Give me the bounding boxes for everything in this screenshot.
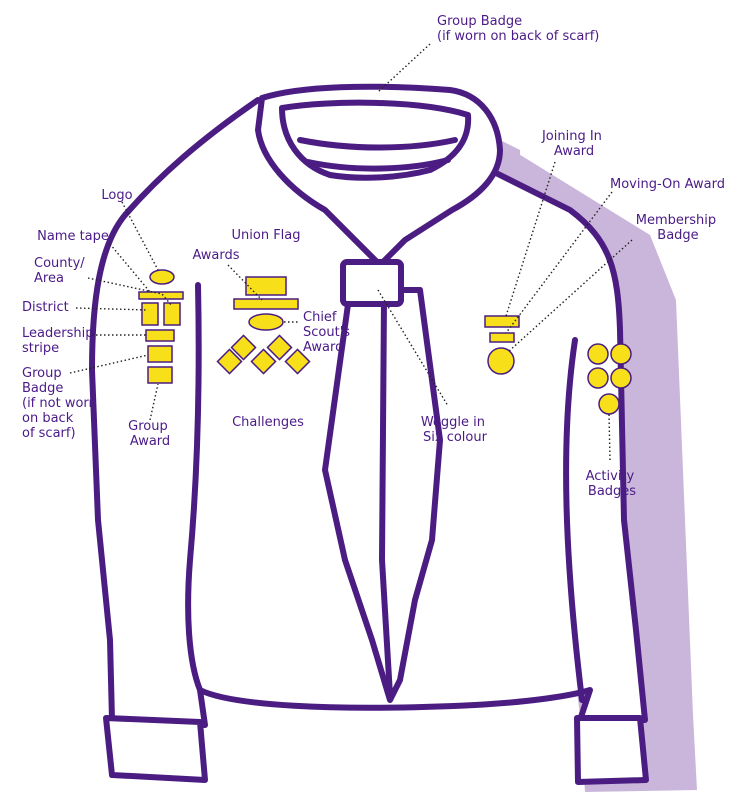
activity-badge xyxy=(587,343,609,365)
leader-logo xyxy=(121,201,159,271)
scarf-fold xyxy=(379,297,393,698)
moving-on-award-badge xyxy=(489,332,515,343)
leader-awards xyxy=(227,264,263,301)
woggle xyxy=(340,259,404,307)
challenge-badge-1 xyxy=(230,334,257,361)
activity-badge xyxy=(610,343,632,365)
leader-county xyxy=(87,277,173,307)
leader-lines xyxy=(69,43,633,461)
label-joining-in: Joining In Award xyxy=(541,129,606,159)
activity-badge xyxy=(598,393,620,415)
district-badge-left xyxy=(141,302,159,326)
label-county: County/ Area xyxy=(34,256,89,286)
leader-district xyxy=(75,307,149,311)
label-membership: Membership Badge xyxy=(636,213,721,243)
leader-moving-on xyxy=(505,191,613,334)
awards-badge xyxy=(233,298,299,310)
label-leadership: Leadership stripe xyxy=(22,326,98,356)
activity-badge xyxy=(610,367,632,389)
chief-scout-award-badge xyxy=(248,313,284,331)
activity-badge xyxy=(587,367,609,389)
right-chest-badges xyxy=(484,315,520,375)
collar-rim-2 xyxy=(305,157,451,172)
county-badge xyxy=(163,302,181,326)
leadership-stripe-badge xyxy=(145,329,175,342)
label-chief-scout: Chief Scout's Award xyxy=(303,310,354,355)
left-cuff xyxy=(103,715,208,783)
collar-rim-1 xyxy=(297,137,458,151)
logo-badge xyxy=(149,269,175,285)
membership-badge xyxy=(487,347,515,375)
label-group-badge-back: Group Badge (if worn on back of scarf) xyxy=(437,14,599,44)
challenge-badge-4 xyxy=(250,348,277,375)
chest-badges xyxy=(216,276,311,375)
label-activity: Activity Badges xyxy=(586,469,639,499)
label-union-flag: Union Flag xyxy=(232,228,301,243)
right-cuff xyxy=(574,715,649,785)
label-group-award: Group Award xyxy=(128,419,172,449)
label-group-badge-front: Group Badge (if not worn on back of scar… xyxy=(22,366,101,441)
left-arm-badges xyxy=(138,269,184,384)
right-sleeve-seam xyxy=(563,337,585,703)
leader-joining-in xyxy=(505,161,556,317)
label-district: District xyxy=(22,300,69,315)
leader-group-badge-front xyxy=(69,354,149,374)
challenge-badge-5 xyxy=(284,348,311,375)
label-name-tape: Name tape xyxy=(37,229,109,244)
label-moving-on: Moving-On Award xyxy=(610,177,725,192)
label-logo: Logo xyxy=(101,188,132,203)
name-tape-badge xyxy=(138,291,184,300)
group-award-badge xyxy=(147,366,173,384)
left-sleeve-seam xyxy=(185,282,203,693)
union-flag-badge xyxy=(245,276,287,296)
labels: Group Badge (if worn on back of scarf) J… xyxy=(22,14,725,499)
neckerchief xyxy=(255,83,503,703)
label-awards: Awards xyxy=(192,248,239,263)
challenge-badge-3 xyxy=(216,348,243,375)
leader-name-tape xyxy=(109,243,151,293)
challenge-badge-2 xyxy=(266,334,293,361)
leader-woggle xyxy=(377,289,449,407)
group-badge-front xyxy=(147,345,173,363)
joining-in-award-badge xyxy=(484,315,520,328)
label-woggle: Woggle in Six colour xyxy=(421,415,489,445)
label-challenges: Challenges xyxy=(232,415,304,430)
activity-badges xyxy=(587,343,632,415)
